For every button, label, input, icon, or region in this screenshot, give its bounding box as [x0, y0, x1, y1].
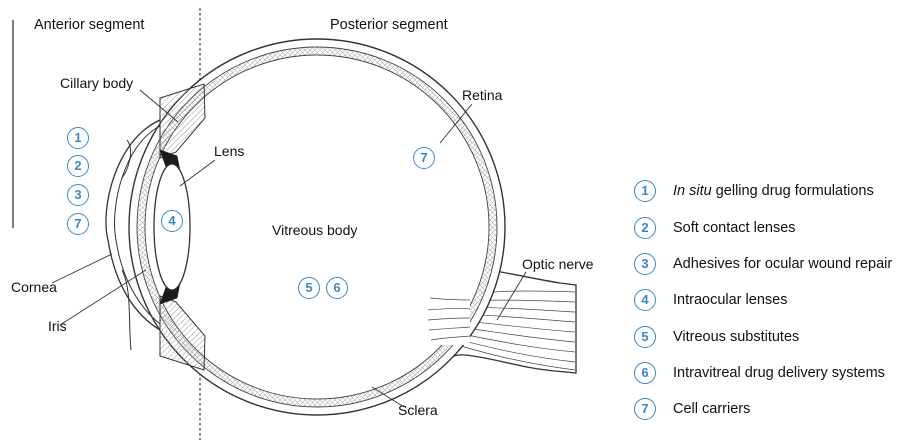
label-optic-nerve: Optic nerve — [522, 256, 594, 272]
legend-item-label: Soft contact lenses — [673, 220, 796, 236]
legend-item-label: Vitreous substitutes — [673, 329, 799, 345]
marker-anterior-7: 7 — [67, 213, 89, 235]
marker-anterior-2: 2 — [67, 155, 89, 177]
label-retina: Retina — [462, 87, 502, 103]
leader-iris — [60, 270, 146, 325]
marker-anterior-3: 3 — [67, 184, 89, 206]
legend-number-badge: 5 — [634, 326, 656, 348]
legend-number-badge: 1 — [634, 180, 656, 202]
label-sclera: Sclera — [398, 402, 438, 418]
label-vitreous-body: Vitreous body — [272, 222, 357, 238]
marker-lens-4: 4 — [161, 210, 183, 232]
marker-vitreous-5: 5 — [298, 277, 320, 299]
legend-number-badge: 4 — [634, 289, 656, 311]
legend-number-badge: 6 — [634, 362, 656, 384]
legend-number-badge: 7 — [634, 398, 656, 420]
legend-item-label: Intraocular lenses — [673, 292, 787, 308]
legend-item-label: Intravitreal drug delivery systems — [673, 365, 885, 381]
legend-item-label: Adhesives for ocular wound repair — [673, 256, 892, 272]
marker-anterior-1: 1 — [67, 127, 89, 149]
label-lens: Lens — [214, 143, 244, 159]
anterior-segment-header: Anterior segment — [34, 17, 144, 33]
legend-number-badge: 3 — [634, 253, 656, 275]
legend-item-label: Cell carriers — [673, 401, 750, 417]
legend-number-badge: 2 — [634, 217, 656, 239]
marker-retina-7: 7 — [413, 147, 435, 169]
posterior-segment-header: Posterior segment — [330, 17, 448, 33]
label-cornea: Cornea — [11, 279, 57, 295]
marker-vitreous-6: 6 — [326, 277, 348, 299]
label-ciliary-body: Cillary body — [60, 75, 133, 91]
legend-item-label: In situ gelling drug formulations — [673, 183, 874, 199]
label-iris: Iris — [48, 318, 67, 334]
leader-cornea — [52, 254, 112, 283]
